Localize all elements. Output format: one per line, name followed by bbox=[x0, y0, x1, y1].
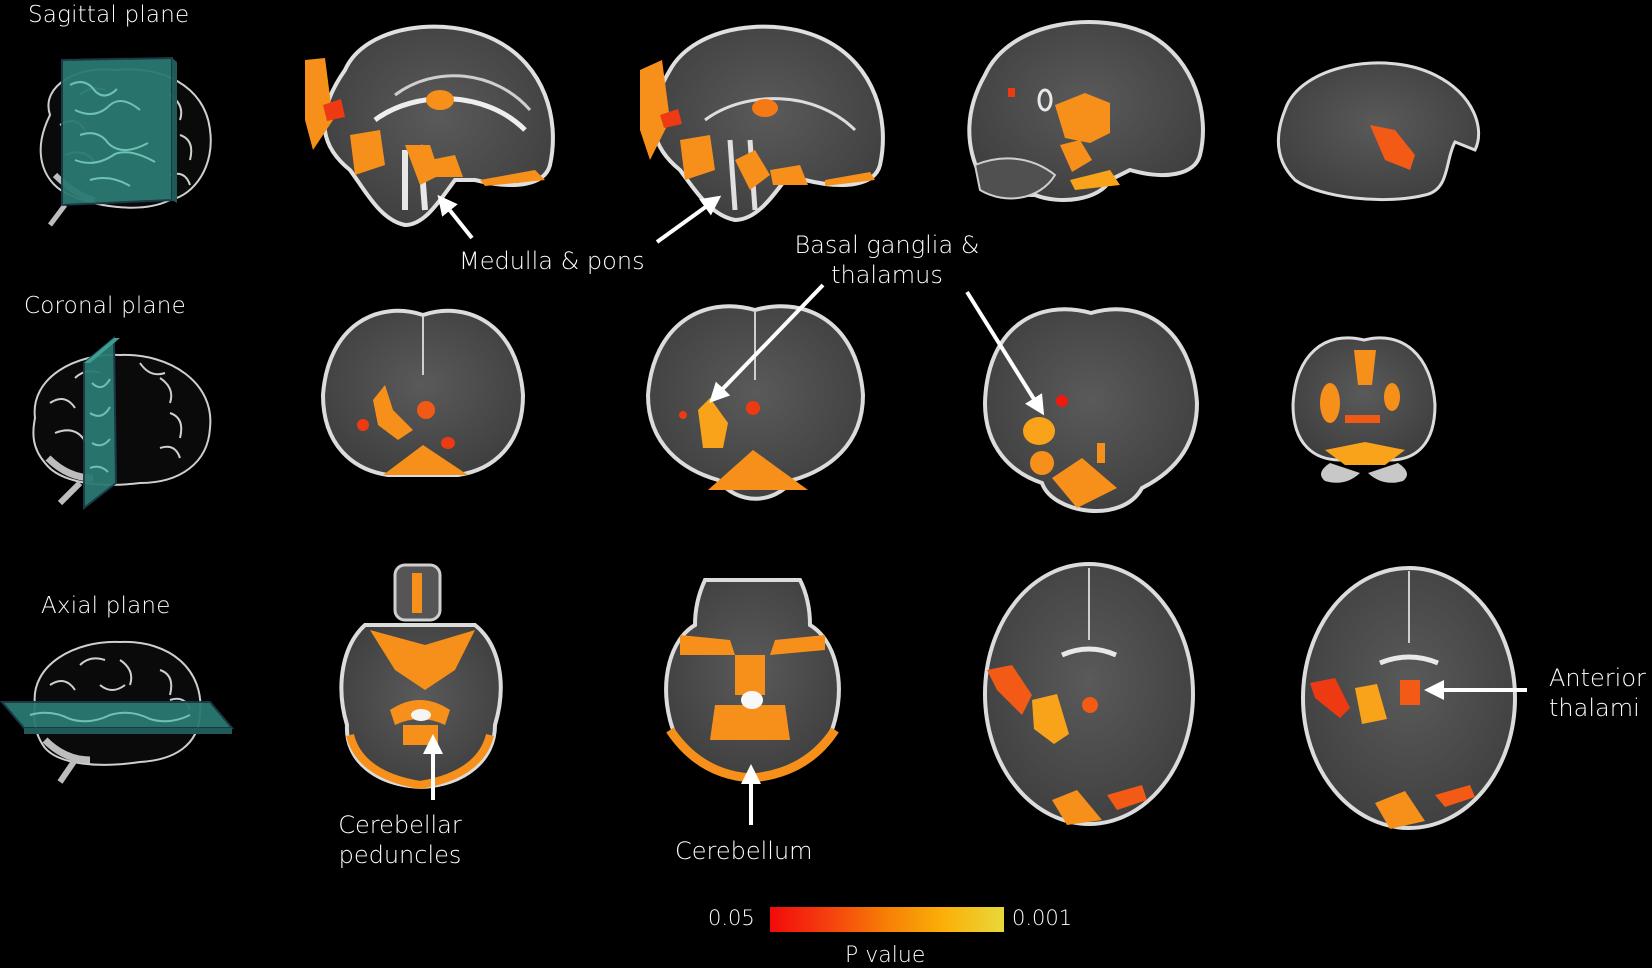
axial-slice-1 bbox=[339, 563, 503, 790]
axial-slice-3 bbox=[983, 562, 1195, 826]
coronal-slice-3 bbox=[982, 307, 1200, 513]
label-anterior-thalami: Anterior thalami bbox=[1549, 663, 1646, 723]
sagittal-slice-2 bbox=[640, 24, 885, 223]
sagittal-plane-label: Sagittal plane bbox=[28, 2, 190, 28]
sagittal-slice-3 bbox=[967, 20, 1205, 202]
coronal-plane-label: Coronal plane bbox=[24, 293, 186, 319]
arrow-medulla-pons-2 bbox=[655, 195, 722, 244]
sagittal-slice-4 bbox=[1276, 61, 1481, 202]
arrow-basal-ganglia-1 bbox=[709, 283, 825, 403]
colorbar-min-label: 0.05 bbox=[708, 906, 755, 930]
brain-axial-plane-icon bbox=[0, 640, 235, 784]
p-value-colorbar bbox=[770, 907, 1004, 932]
label-anterior-line2: thalami bbox=[1549, 694, 1640, 722]
label-cerebellar-line1: Cerebellar bbox=[338, 811, 462, 839]
label-cerebellar-peduncles: Cerebellar peduncles bbox=[335, 810, 465, 870]
coronal-slice-4 bbox=[1291, 336, 1437, 483]
brain-coronal-plane-icon bbox=[32, 335, 212, 511]
label-cerebellar-line2: peduncles bbox=[338, 841, 462, 869]
axial-plane-label: Axial plane bbox=[41, 593, 171, 619]
brain-sagittal-plane-icon bbox=[39, 56, 212, 227]
colorbar-max-label: 0.001 bbox=[1012, 906, 1073, 930]
coronal-slice-2 bbox=[645, 304, 866, 501]
label-cerebellum: Cerebellum bbox=[675, 837, 813, 865]
axial-slice-2 bbox=[664, 578, 841, 783]
arrow-basal-ganglia-2 bbox=[965, 290, 1045, 416]
label-basal-ganglia-line1: Basal ganglia & bbox=[794, 231, 980, 259]
label-basal-ganglia-thalamus: Basal ganglia & thalamus bbox=[770, 230, 1004, 290]
arrow-medulla-pons-1 bbox=[437, 194, 474, 240]
colorbar-title: P value bbox=[845, 943, 926, 968]
axial-slice-4 bbox=[1301, 566, 1517, 830]
sagittal-slice-1 bbox=[305, 24, 555, 228]
label-basal-ganglia-line2: thalamus bbox=[831, 261, 943, 289]
label-anterior-line1: Anterior bbox=[1549, 664, 1646, 692]
label-medulla-pons: Medulla & pons bbox=[459, 247, 645, 275]
coronal-slice-1 bbox=[320, 308, 526, 477]
